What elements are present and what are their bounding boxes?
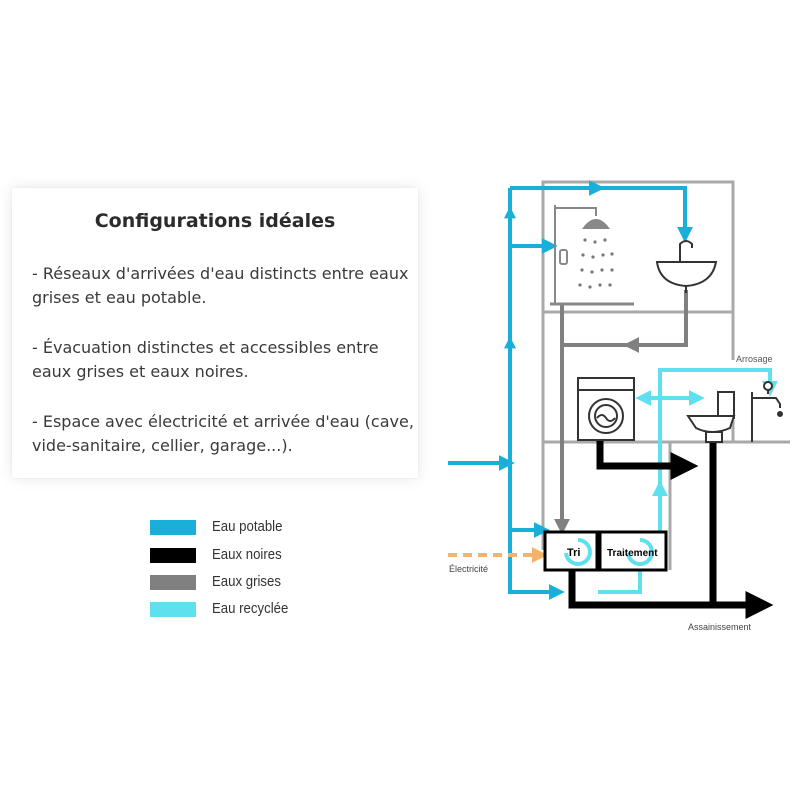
black-water-network: [568, 440, 774, 619]
garden-tap-icon: [751, 381, 783, 442]
black-washer-drain: [596, 440, 699, 480]
card-paragraph-space: - Espace avec électricité et arrivée d'e…: [32, 412, 414, 455]
treatment-box: Traitement: [598, 530, 668, 572]
label-arrosage: Arrosage: [736, 354, 773, 364]
treatment-label: Traitement: [607, 548, 658, 559]
upper-room-frame: [541, 180, 735, 314]
tap-spout: [752, 397, 781, 408]
label-assainissement: Assainissement: [688, 622, 752, 632]
toilet-tank: [717, 391, 735, 419]
sink-faucet: [679, 240, 693, 262]
washer-water: [596, 414, 616, 422]
recycled-water-network: [598, 368, 778, 594]
legend-label: Eau recyclée: [212, 600, 289, 617]
card-paragraph-evacuation: - Évacuation distinctes et accessibles e…: [32, 338, 379, 381]
recycled-return: [598, 568, 642, 594]
card-title: Configurations idéales: [94, 210, 336, 232]
potable-to-sink: [600, 186, 693, 243]
legend-item-eau-recyclee: Eau recyclée: [150, 600, 390, 618]
card-paragraph-networks: - Réseaux d'arrivées d'eau distincts ent…: [32, 264, 409, 307]
treatment-recycle-icon: [626, 538, 654, 566]
recycled-riser-to-garden: [658, 368, 778, 535]
sink-basin: [655, 261, 718, 288]
shower-mixer: [559, 249, 568, 265]
toilet-bowl: [686, 415, 736, 433]
shower-arm: [555, 207, 597, 216]
shower-icon: [550, 205, 634, 306]
legend-item-eaux-grises: Eaux grises: [150, 573, 390, 591]
legend-item-eaux-noires: Eaux noires: [150, 546, 390, 564]
legend-swatch-noires: [150, 548, 196, 563]
legend-swatch-potable: [150, 520, 196, 535]
tri-label: Tri: [567, 547, 580, 559]
building-walls: [541, 180, 790, 570]
black-to-sewer: [568, 568, 774, 619]
sink-icon: [655, 240, 718, 293]
legend-label: Eaux noires: [212, 546, 282, 563]
potable-water-network: [448, 180, 693, 600]
plumbing-diagram: Arrosage Tri Traitement Électricité Assa…: [448, 180, 790, 632]
legend-label: Eaux grises: [212, 573, 281, 590]
legend-label: Eau potable: [212, 518, 283, 535]
tap-drop: [777, 411, 783, 417]
tri-box: Tri: [543, 530, 599, 572]
tap-handle: [763, 381, 773, 391]
label-electricite: Électricité: [449, 564, 488, 574]
washing-machine-icon: [577, 377, 635, 441]
legend-swatch-grises: [150, 575, 196, 590]
shower-head: [581, 219, 611, 229]
grey-sink-drain: [623, 290, 688, 353]
shower-drops: [578, 238, 614, 289]
tri-recycle-icon: [564, 538, 592, 566]
legend-item-eau-potable: Eau potable: [150, 518, 390, 536]
legend-swatch-recyclee: [150, 602, 196, 617]
toilet-base: [705, 431, 723, 443]
ideal-configuration-card: Configurations idéales - Réseaux d'arriv…: [12, 188, 418, 478]
potable-to-treatment: [508, 463, 565, 600]
toilet-icon: [686, 391, 736, 443]
grey-water-network: [554, 290, 688, 535]
